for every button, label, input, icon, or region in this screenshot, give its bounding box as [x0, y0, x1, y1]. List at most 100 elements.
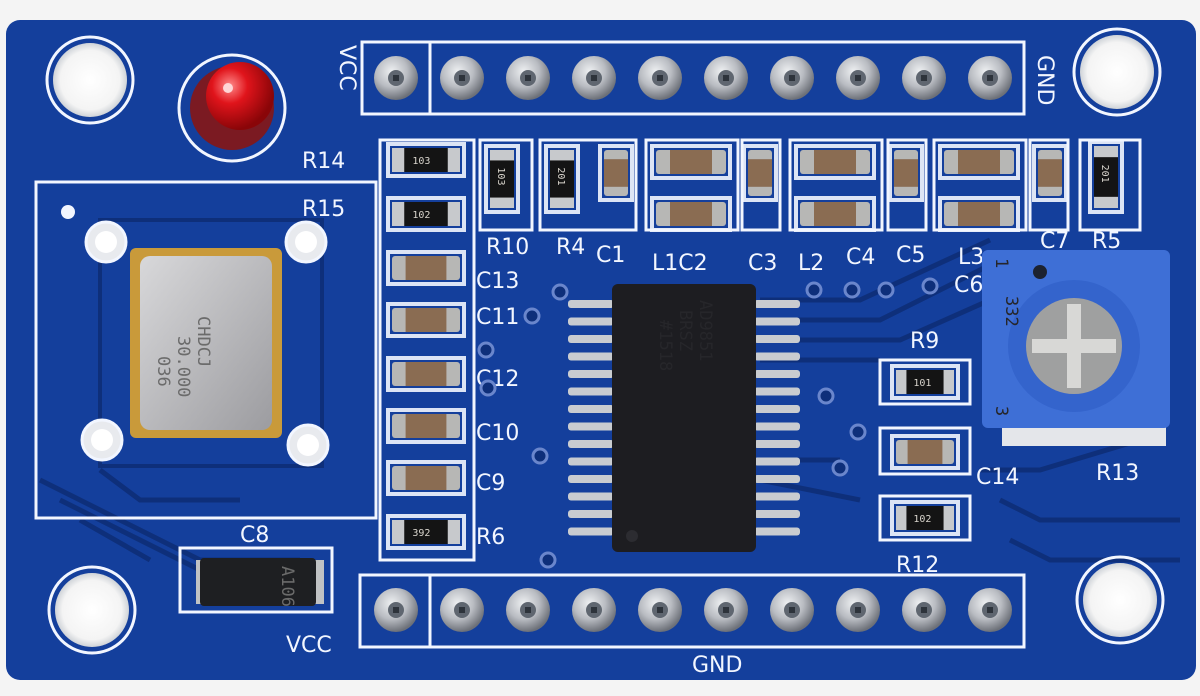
ic-pin-right: [754, 510, 800, 518]
label-r5: R5: [1092, 229, 1121, 254]
ic-pin-right: [754, 370, 800, 378]
ic-pin-right: [754, 457, 800, 466]
ic-pin-left: [568, 475, 614, 483]
label-l2: L2: [798, 251, 824, 276]
header-bottom-pin: [836, 588, 880, 632]
ic-pin-right: [754, 527, 800, 536]
label-c14: C14: [976, 465, 1019, 490]
resistor-r9-code: 101: [913, 378, 931, 389]
label-r6: R6: [476, 525, 505, 550]
capacitor-c1: [598, 144, 634, 202]
crystal-mark-1: CHDCJ: [193, 316, 213, 367]
label-r15: R15: [302, 197, 345, 222]
crystal-oscillator: CHDCJ 30.000 036: [130, 248, 282, 438]
header-top-pin: [638, 56, 682, 100]
resistor-r12: 102: [890, 500, 960, 536]
label-top-vcc: VCC: [334, 45, 359, 91]
inductor-l2: [794, 144, 876, 180]
capacitor-c13: [386, 250, 466, 286]
header-bottom-pin: [638, 588, 682, 632]
led-r14: [177, 53, 287, 163]
ic-pin-left: [568, 317, 614, 326]
label-r12: R12: [896, 553, 939, 578]
crystal-mark-2: 30.000: [173, 336, 193, 397]
pot-pin-1: 1: [991, 258, 1011, 268]
ic-pin-left: [568, 352, 614, 361]
header-top-pin: [374, 56, 418, 100]
pot-pin-3: 3: [991, 406, 1011, 416]
header-top: [360, 40, 1026, 116]
ic-pin-left: [568, 405, 614, 413]
header-bottom-pin: [902, 588, 946, 632]
label-c7: C7: [1040, 229, 1069, 254]
resistor-r4-code: 201: [555, 167, 566, 185]
capacitor-c11: [386, 302, 466, 338]
ic-pin-right: [754, 317, 800, 326]
ic-pin-right: [754, 422, 800, 431]
mounting-hole-bottom-right: [1083, 563, 1157, 637]
label-c8: C8: [240, 523, 269, 548]
resistor-r14: 103: [386, 142, 466, 178]
header-bottom-pin: [572, 588, 616, 632]
capacitor-c4: [794, 196, 876, 232]
label-bottom-vcc: VCC: [286, 633, 332, 658]
resistor-r10: 103: [484, 144, 520, 214]
resistor-r5-code: 201: [1099, 165, 1110, 183]
label-top-gnd: GND: [1032, 55, 1057, 105]
capacitor-c9: [386, 460, 466, 496]
header-bottom-pin: [440, 588, 484, 632]
ic-pin-right: [754, 475, 800, 483]
ic-pin-left: [568, 510, 614, 518]
header-top-pin: [572, 56, 616, 100]
label-c3: C3: [748, 251, 777, 276]
left-component-column: 103 102 392: [378, 138, 476, 562]
header-bottom-pin: [968, 588, 1012, 632]
ic-pin-right: [754, 335, 800, 343]
resistor-r5: 201: [1088, 140, 1124, 214]
label-r14: R14: [302, 149, 345, 174]
ic-pin-left: [568, 370, 614, 378]
right-outlines: [878, 358, 972, 542]
header-top-pin: [968, 56, 1012, 100]
c8-code: A106: [277, 566, 297, 607]
ic-pin-left: [568, 440, 614, 448]
header-top-pin: [506, 56, 550, 100]
header-top-pin: [704, 56, 748, 100]
header-bottom-pin: [374, 588, 418, 632]
crystal-mark-3: 036: [153, 356, 173, 387]
resistor-r14-code: 103: [412, 156, 430, 167]
header-top-pin: [902, 56, 946, 100]
label-r13: R13: [1096, 461, 1139, 486]
header-top-pin: [440, 56, 484, 100]
ic-pin-right: [754, 352, 800, 361]
capacitor-c2: [650, 196, 732, 232]
label-c9: C9: [476, 471, 505, 496]
resistor-r4: 201: [544, 144, 580, 214]
mounting-holes: [45, 27, 1165, 655]
ic-pin-left: [568, 335, 614, 343]
header-top-pin: [836, 56, 880, 100]
ic-pin-right: [754, 387, 800, 396]
dds-ic-chip: AD9851 BRSZ #1518: [568, 284, 800, 552]
inductor-l3: [938, 144, 1020, 180]
pot-code: 332: [1001, 296, 1021, 327]
mounting-hole-top-left: [53, 43, 127, 117]
header-bottom: [358, 573, 1026, 649]
ic-pin-right: [754, 405, 800, 413]
capacitor-c12: [386, 356, 466, 392]
ic-pin-left: [568, 300, 614, 308]
crystal-area: [34, 180, 378, 520]
label-r10: R10: [486, 235, 529, 260]
ic-pin-right: [754, 492, 800, 501]
header-bottom-pin: [770, 588, 814, 632]
ic-pin-right: [754, 300, 800, 308]
header-top-pin: [770, 56, 814, 100]
resistor-r10-code: 103: [495, 167, 506, 185]
ic-mark-1: AD9851: [695, 300, 715, 361]
capacitor-c3: [742, 144, 778, 202]
resistor-r6-code: 392: [412, 528, 430, 539]
label-c13: C13: [476, 269, 519, 294]
ic-mark-2: BRSZ: [675, 310, 695, 351]
resistor-r15-code: 102: [412, 210, 430, 221]
header-bottom-pin: [506, 588, 550, 632]
